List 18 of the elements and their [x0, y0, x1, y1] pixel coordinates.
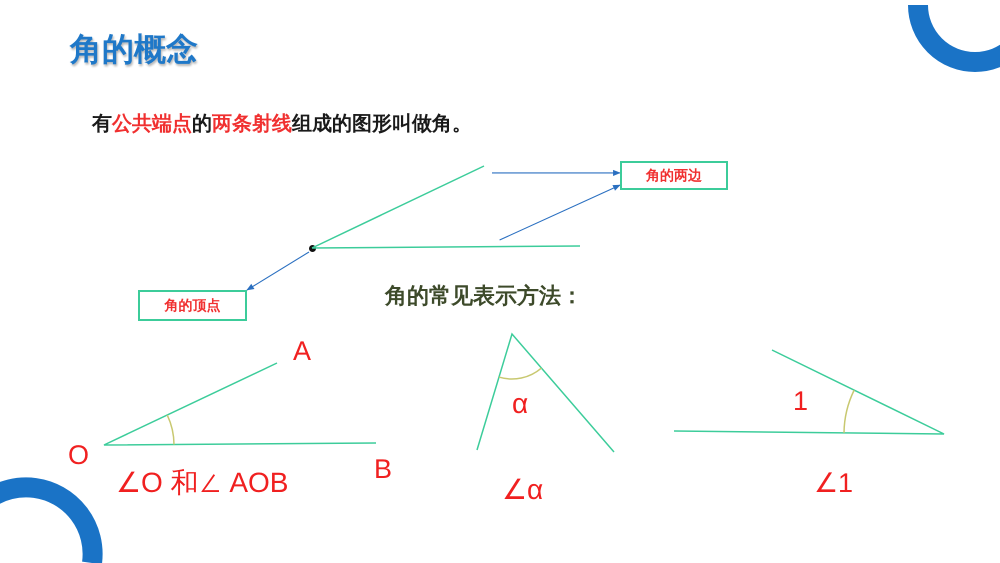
- arrow: [492, 170, 621, 176]
- label-box: 角的顶点: [138, 290, 247, 321]
- section-heading: 角的常见表示方法：: [385, 284, 583, 310]
- angle-notation: ∠O 和∠ AOB: [116, 467, 288, 500]
- arrow: [499, 184, 621, 240]
- arrow: [246, 252, 310, 290]
- angle-notation: ∠1: [814, 468, 854, 500]
- slide-title: 角的概念: [70, 29, 198, 70]
- point-label: B: [374, 454, 392, 486]
- definition-sentence: 有公共端点的两条射线组成的图形叫做角。: [92, 112, 472, 135]
- ray-line: [312, 166, 484, 248]
- point-label: A: [293, 336, 312, 368]
- ray-line: [312, 245, 580, 249]
- angle-symbol-label: α: [512, 388, 528, 420]
- point-label: O: [68, 440, 90, 472]
- label-box: 角的两边: [620, 161, 728, 190]
- angle-number-label: 1: [793, 386, 808, 418]
- angle-notation: ∠α: [502, 474, 544, 506]
